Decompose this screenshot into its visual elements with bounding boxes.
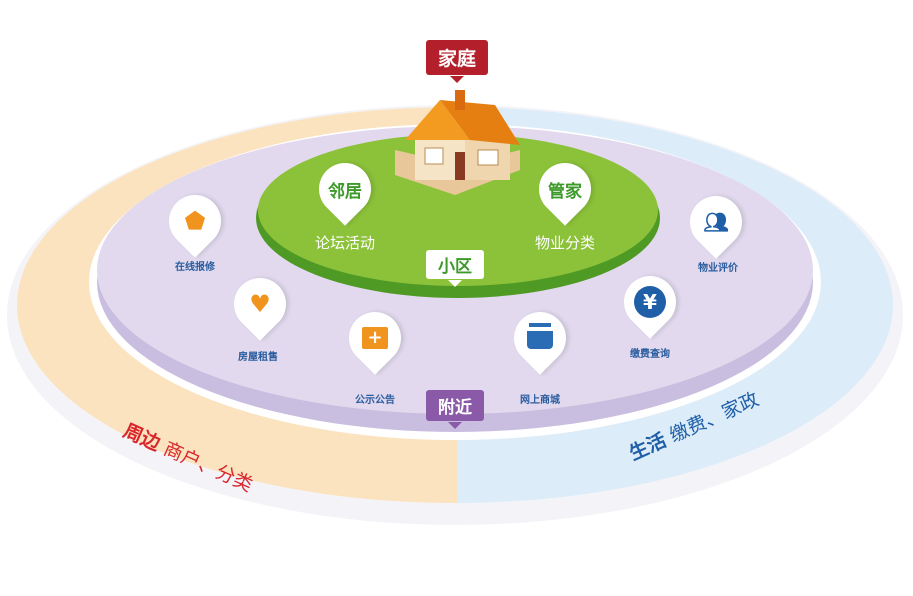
tag-nearby: 附近 (426, 390, 484, 429)
shopping-basket-icon (514, 312, 566, 364)
tag-community: 小区 (426, 250, 484, 287)
yen-icon: ¥ (624, 276, 676, 328)
pin-label: 公示公告 (355, 395, 395, 406)
pin-label: 物业分类 (534, 234, 596, 252)
first-aid-kit-icon: + (349, 312, 401, 364)
pin-label: 缴费查询 (630, 349, 670, 360)
users-icon: 👥︎ (703, 210, 729, 234)
repair-icon: ⬟ (184, 207, 206, 235)
pin-label: 论坛活动 (314, 234, 376, 252)
pin-title: 管家 (548, 181, 582, 202)
heart-hands-icon: ♥ (249, 290, 271, 318)
house-icon (395, 90, 520, 195)
tag-home: 家庭 (425, 40, 489, 83)
pin-title: 邻居 (328, 181, 362, 202)
pin-label: 网上商城 (520, 395, 560, 406)
pin-label: 在线报修 (175, 262, 215, 273)
pin-label: 房屋租售 (238, 352, 278, 363)
pin-label: 物业评价 (698, 263, 738, 274)
